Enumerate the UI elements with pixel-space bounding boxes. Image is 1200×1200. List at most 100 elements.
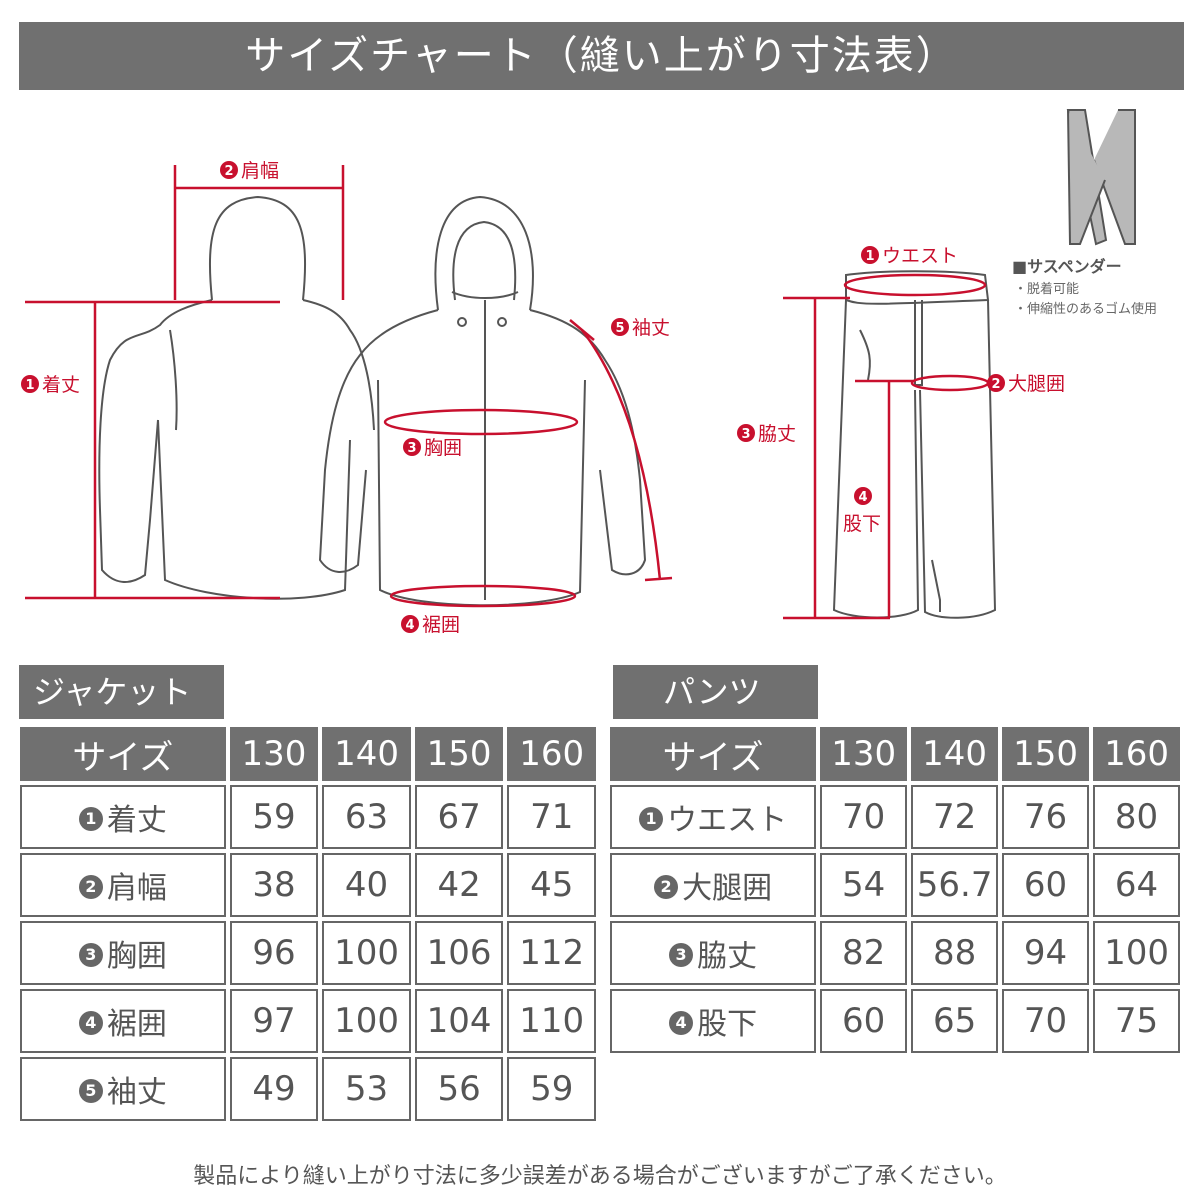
table-cell: 42 [414,853,504,917]
size-col: 140 [322,727,411,781]
label-inseam: 4 股下 [843,487,881,535]
number-badge: 3 [78,942,103,967]
pants-drawing [832,270,997,619]
svg-text:2: 2 [224,164,233,179]
table-cell: 96 [229,921,319,985]
svg-text:3: 3 [741,427,750,442]
footnote: 製品により縫い上がり寸法に多少誤差がある場合がございますがご了承ください。 [193,1164,1007,1189]
svg-text:4: 4 [405,618,414,633]
jacket-front-drawing [318,195,647,607]
label-length: 1 着丈 [21,374,80,396]
table-cell: 40 [322,853,411,917]
table-cell: 76 [1002,785,1090,849]
label-side-length: 3 脇丈 [737,423,796,445]
svg-text:1: 1 [25,378,34,393]
number-badge: 1 [78,806,103,831]
label-shoulder: 2 肩幅 [220,160,279,182]
table-cell: 75 [1093,989,1180,1053]
table-cell: 106 [414,921,504,985]
suspender-drawing [1066,109,1136,246]
table-cell: 70 [820,785,908,849]
garment-illustration: 2 肩幅 1 着丈 5 袖丈 3 胸囲 4 裾囲 1 ウエスト 2 大腿囲 3 … [21,109,1157,636]
table-cell: 60 [1002,853,1090,917]
svg-text:・脱着可能: ・脱着可能 [1014,281,1079,297]
table-cell: 100 [1093,921,1180,985]
size-header: サイズ [20,727,226,781]
size-col: 160 [507,727,596,781]
svg-text:ウエスト: ウエスト [882,245,958,267]
table-cell: 82 [820,921,908,985]
table-cell: 63 [322,785,411,849]
table-header-row: サイズ 130 140 150 160 [610,727,1180,781]
table-cell: 65 [911,989,999,1053]
label-hem: 4 裾囲 [401,614,460,636]
table-cell: 97 [229,989,319,1053]
table-cell: 49 [229,1057,319,1121]
table-cell: 72 [911,785,999,849]
table-cell: 94 [1002,921,1090,985]
label-chest: 3 胸囲 [403,437,462,459]
svg-text:5: 5 [615,321,624,336]
table-cell: 104 [414,989,504,1053]
table-cell: 80 [1093,785,1180,849]
label-waist: 1 ウエスト [861,245,958,267]
jacket-section-tag: ジャケット [19,665,224,719]
table-cell: 54 [820,853,908,917]
svg-text:1: 1 [865,249,874,264]
table-cell: 67 [414,785,504,849]
size-header: サイズ [610,727,817,781]
table-cell: 112 [507,921,596,985]
svg-text:■サスペンダー: ■サスペンダー [1012,257,1122,276]
table-header-row: サイズ 130 140 150 160 [20,727,596,781]
number-badge: 4 [669,1010,694,1035]
table-cell: 60 [820,989,908,1053]
svg-text:大腿囲: 大腿囲 [1008,373,1065,395]
table-cell: 45 [507,853,596,917]
number-badge: 4 [78,1010,103,1035]
number-badge: 2 [654,874,679,899]
svg-text:2: 2 [991,377,1000,392]
table-cell: 38 [229,853,319,917]
table-cell: 56.7 [911,853,999,917]
table-cell: 100 [322,989,411,1053]
table-cell: 53 [322,1057,411,1121]
size-col: 150 [1002,727,1090,781]
svg-text:脇丈: 脇丈 [758,423,796,445]
number-badge: 1 [639,806,664,831]
svg-text:着丈: 着丈 [42,374,80,396]
suspender-info: ■サスペンダー ・脱着可能 ・伸縮性のあるゴム使用 [1012,257,1157,317]
table-cell: 64 [1093,853,1180,917]
size-col: 150 [414,727,504,781]
svg-text:股下: 股下 [843,513,881,535]
size-col: 160 [1093,727,1180,781]
table-cell: 110 [507,989,596,1053]
svg-text:4: 4 [858,490,867,505]
table-cell: 59 [229,785,319,849]
jacket-back-drawing [98,195,375,600]
table-cell: 88 [911,921,999,985]
label-thigh: 2 大腿囲 [987,373,1065,395]
number-badge: 3 [669,942,694,967]
table-cell: 71 [507,785,596,849]
svg-text:3: 3 [407,441,416,456]
number-badge: 2 [78,874,103,899]
